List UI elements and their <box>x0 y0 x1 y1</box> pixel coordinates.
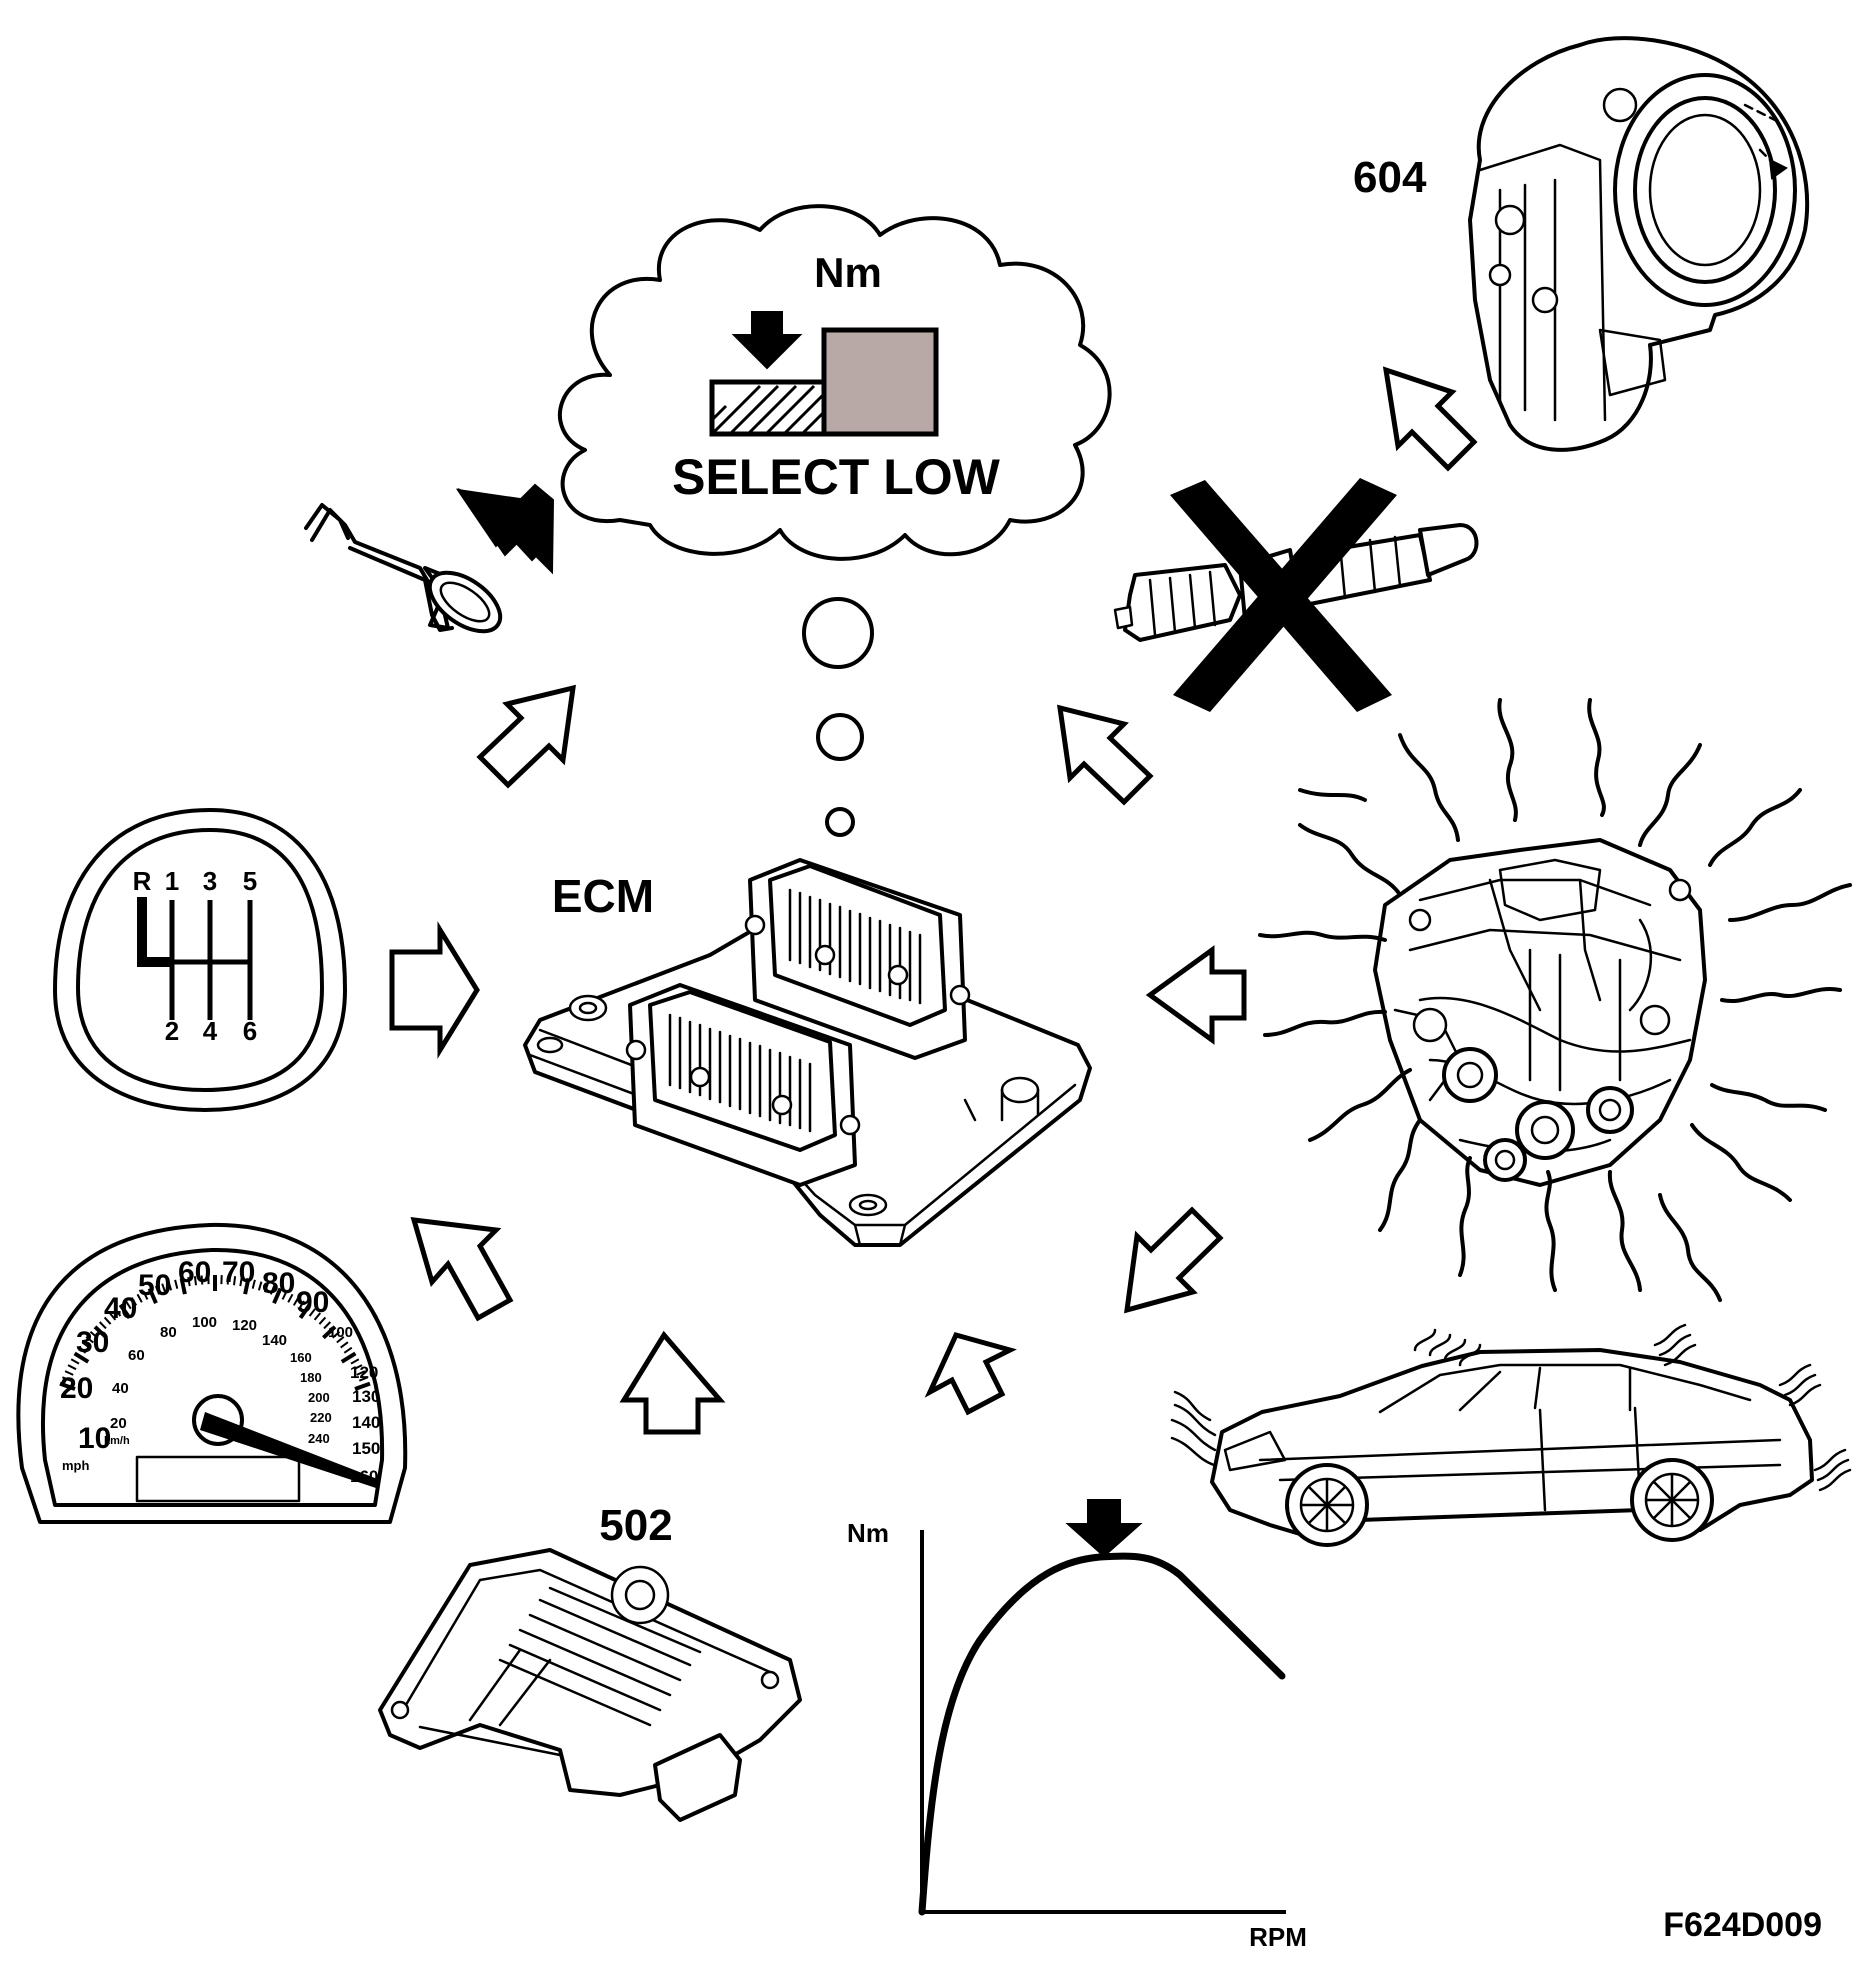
mph-label-80: 80 <box>262 1267 295 1300</box>
mph-label-60: 60 <box>178 1256 211 1289</box>
thought-cloud: Nm SELECT LOW <box>560 206 1110 559</box>
mph-label-30: 30 <box>76 1326 109 1359</box>
hatched-low-bar <box>712 382 824 434</box>
gear-knob: R 1 3 5 2 4 6 <box>55 810 345 1110</box>
thought-bubble-large <box>804 599 872 667</box>
kmh-label-180: 180 <box>300 1370 322 1385</box>
kmh-label-40: 40 <box>112 1380 129 1397</box>
cloud-unit-label: Nm <box>814 249 882 296</box>
arrow-from-gear-knob <box>392 930 477 1050</box>
gear-label-r: R <box>133 866 152 896</box>
kmh-right-150: 150 <box>352 1439 380 1458</box>
tcm-module: 502 <box>380 1501 800 1820</box>
selected-high-bar <box>824 330 936 434</box>
mph-label-40: 40 <box>104 1292 137 1325</box>
mph-label-20: 20 <box>60 1372 93 1405</box>
gear-label-5: 5 <box>243 866 257 896</box>
kmh-label-80: 80 <box>160 1324 177 1341</box>
speedometer-unit-mph: mph <box>62 1458 90 1473</box>
kmh-label-240: 240 <box>308 1431 330 1446</box>
thought-bubble-medium <box>818 715 862 759</box>
kmh-right-100: 100 <box>328 1324 353 1341</box>
arrow-from-car <box>1127 1210 1220 1310</box>
cloud-caption: SELECT LOW <box>672 449 1001 505</box>
arrow-from-tcm <box>624 1335 720 1432</box>
gear-label-2: 2 <box>165 1016 179 1046</box>
kmh-label-20: 20 <box>110 1415 127 1432</box>
ecm-label: ECM <box>552 870 654 922</box>
torque-curve-line <box>922 1556 1282 1912</box>
mph-label-90: 90 <box>296 1286 329 1319</box>
mph-label-50: 50 <box>138 1269 171 1302</box>
arrow-from-pedal <box>480 688 573 785</box>
peak-torque-arrow-icon <box>1068 1500 1140 1556</box>
speedometer: 10 20 30 40 50 60 70 80 90 20 40 60 80 1… <box>18 1225 405 1522</box>
throttle-pedal <box>306 505 510 643</box>
speedometer-unit-kmh: km/h <box>104 1435 130 1447</box>
engine-block <box>1375 840 1705 1185</box>
arrow-from-throttle <box>1386 370 1474 468</box>
thought-bubble-small <box>827 809 853 835</box>
kmh-label-140: 140 <box>262 1332 287 1349</box>
arrow-from-spark-plug <box>1060 708 1150 802</box>
kmh-label-120: 120 <box>232 1317 257 1334</box>
torque-curve-chart: Nm RPM <box>847 1500 1307 1952</box>
torque-axis-y-label: Nm <box>847 1518 889 1548</box>
arrow-from-speedometer <box>414 1220 510 1318</box>
car <box>1212 1350 1812 1545</box>
kmh-label-220: 220 <box>310 1410 332 1425</box>
figure-code: F624D009 <box>1663 1906 1822 1944</box>
kmh-right-140: 140 <box>352 1413 380 1432</box>
gear-label-1: 1 <box>165 866 179 896</box>
kmh-label-100: 100 <box>192 1314 217 1331</box>
tcm-label: 502 <box>599 1501 672 1550</box>
kmh-right-120: 120 <box>350 1363 378 1382</box>
odometer-display <box>137 1457 299 1501</box>
mph-label-70: 70 <box>222 1256 255 1289</box>
arrow-from-engine <box>1150 950 1244 1040</box>
kmh-label-160: 160 <box>290 1350 312 1365</box>
arrow-from-torque-curve <box>930 1335 1010 1412</box>
ecm-module: ECM <box>525 860 1090 1245</box>
gear-label-4: 4 <box>203 1016 218 1046</box>
kmh-label-200: 200 <box>308 1390 330 1405</box>
gear-label-3: 3 <box>203 866 217 896</box>
kmh-label-60: 60 <box>128 1347 145 1364</box>
kmh-right-130: 130 <box>352 1387 380 1406</box>
throttle-label: 604 <box>1353 153 1427 202</box>
torque-axis-x-label: RPM <box>1249 1922 1307 1952</box>
gear-label-6: 6 <box>243 1016 257 1046</box>
